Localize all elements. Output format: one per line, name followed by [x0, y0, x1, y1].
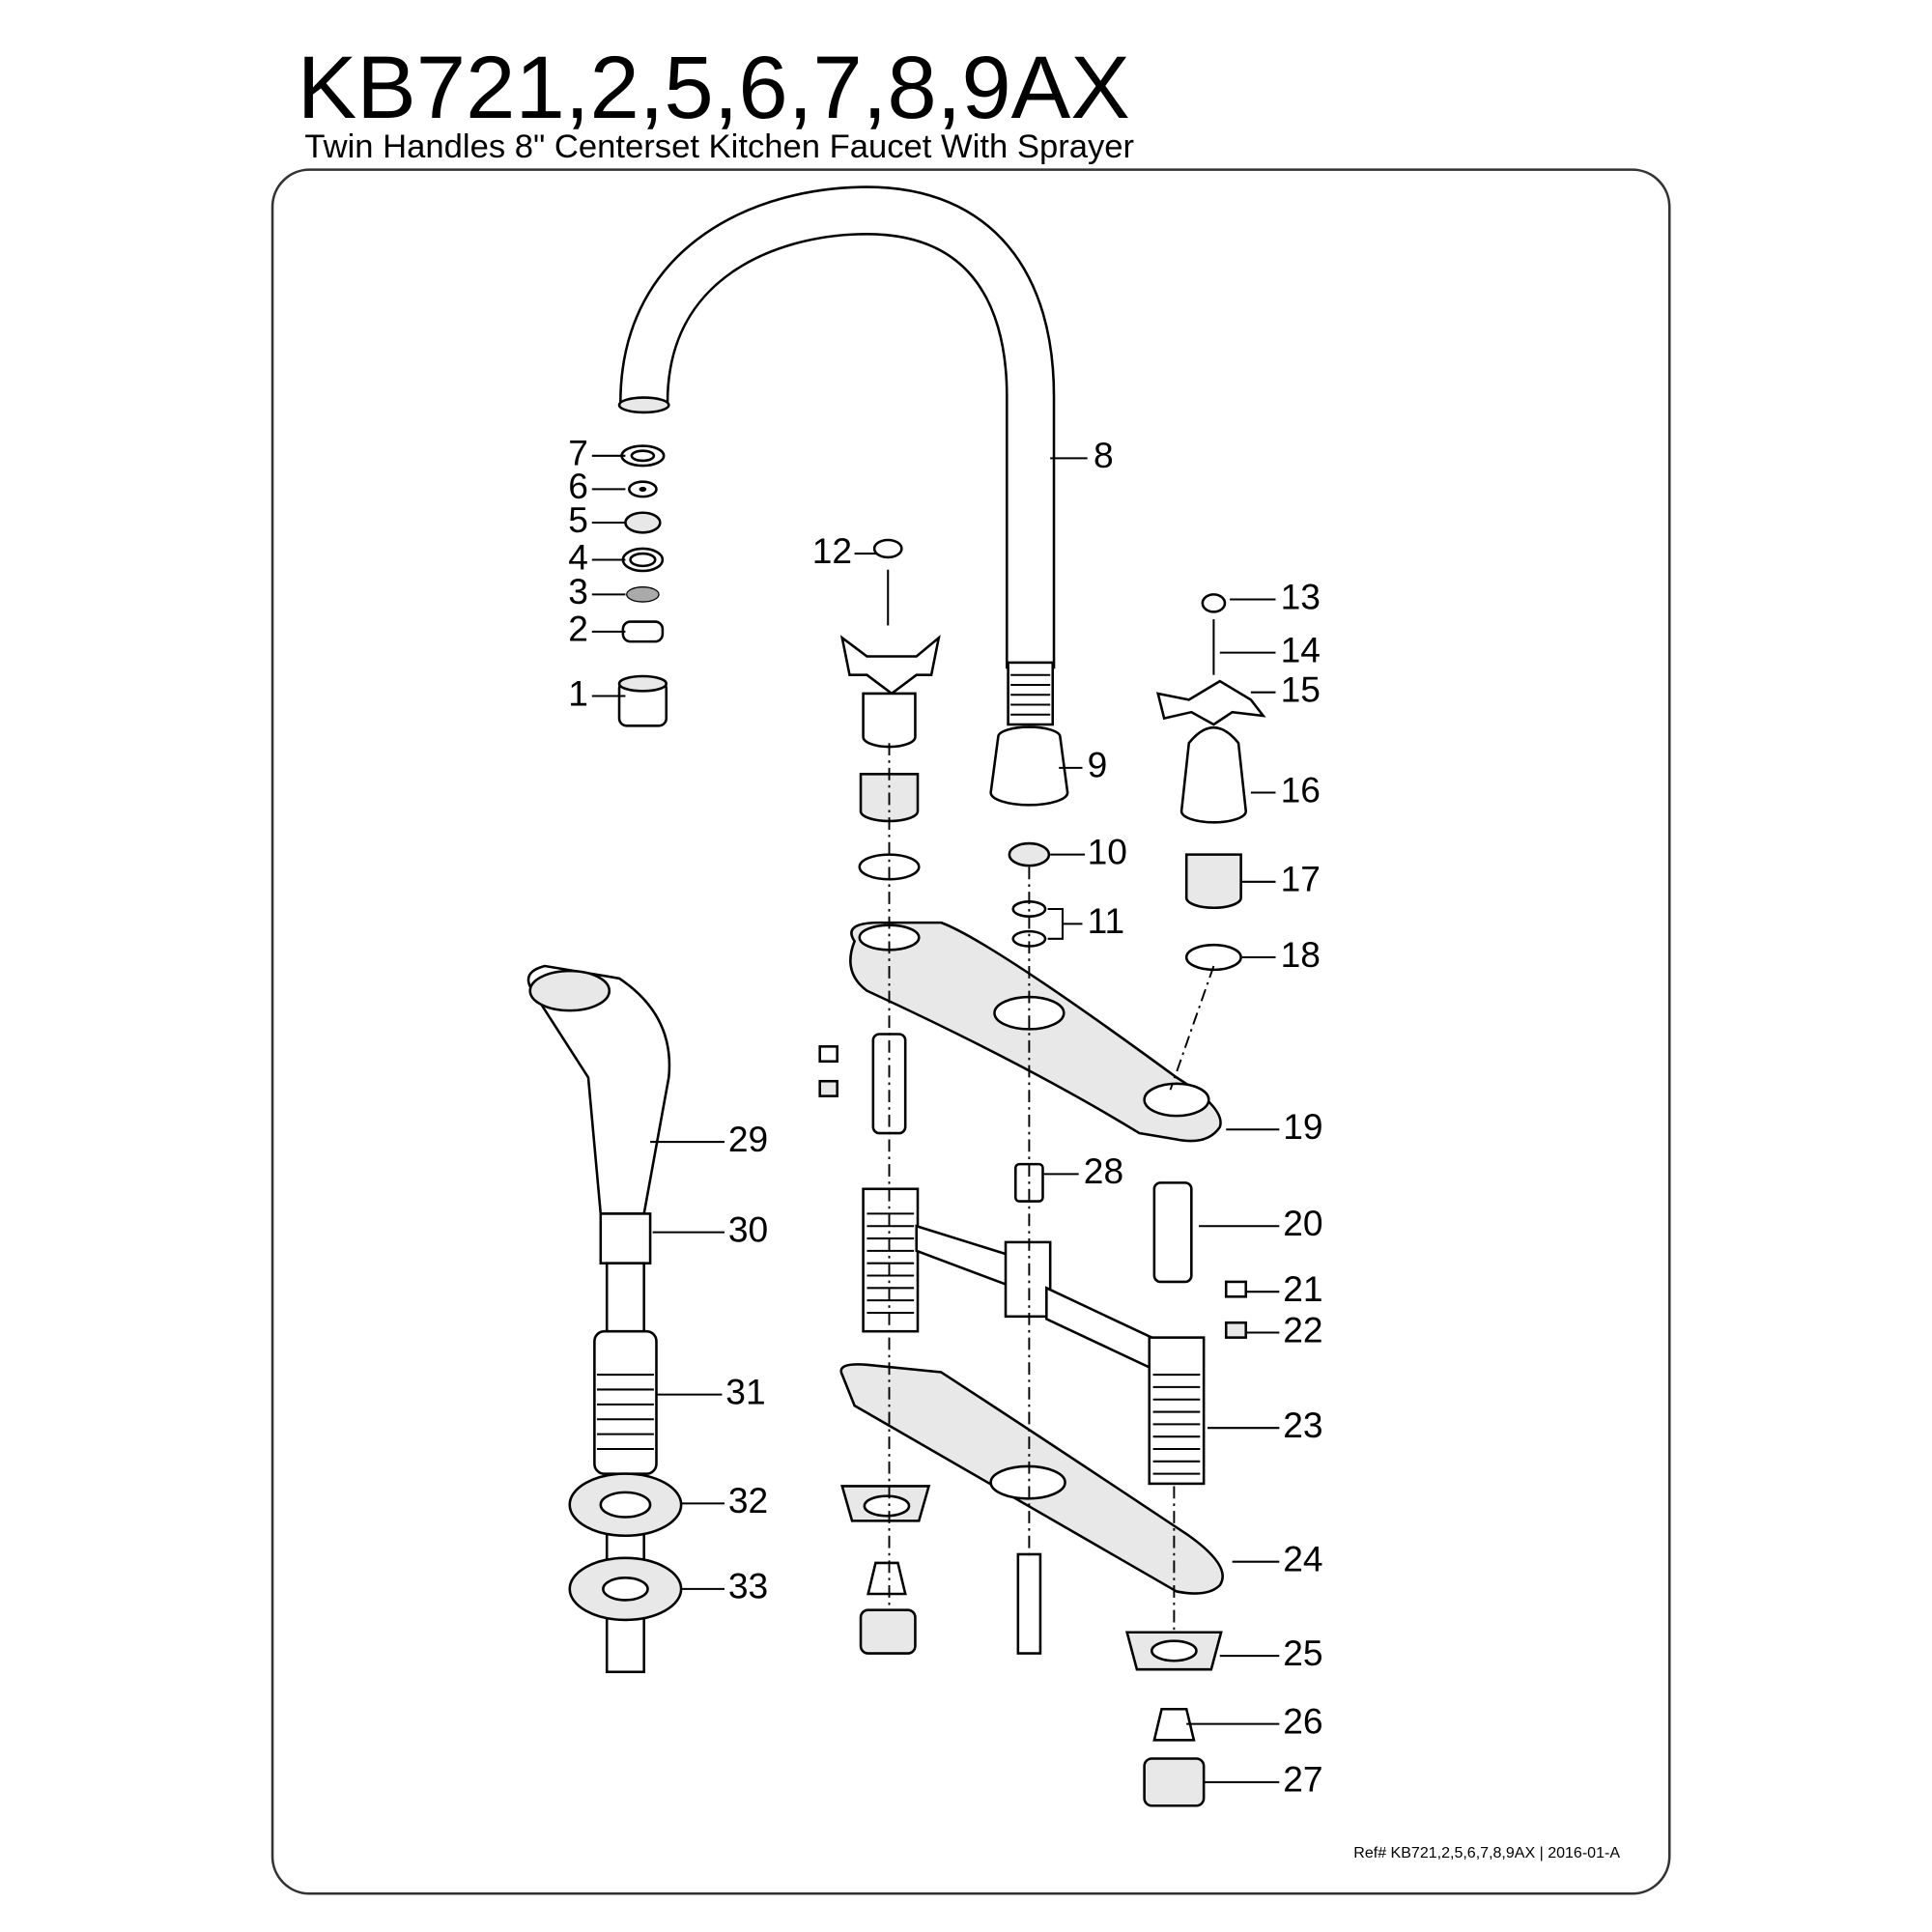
faucet-parts-drawing — [526, 185, 1266, 1807]
part-number-label: 7 — [568, 433, 588, 473]
diagram-subtitle: Twin Handles 8" Centerset Kitchen Faucet… — [304, 128, 1134, 165]
part-number-label: 8 — [1094, 435, 1114, 475]
part-number-label: 10 — [1088, 831, 1127, 871]
part-number-label: 31 — [725, 1371, 765, 1411]
part-number-label: 27 — [1283, 1759, 1322, 1800]
part-number-label: 28 — [1084, 1151, 1123, 1191]
part-number-label: 26 — [1283, 1700, 1322, 1741]
part-number-label: 21 — [1283, 1268, 1322, 1309]
reference-code: Ref# KB721,2,5,6,7,8,9AX | 2016-01-A — [1353, 1844, 1620, 1861]
part-number-label: 12 — [812, 530, 852, 571]
part-number-label: 23 — [1283, 1405, 1322, 1445]
part-number-label: 30 — [728, 1208, 768, 1249]
diagram-frame — [270, 168, 1671, 1895]
part-number-label: 13 — [1281, 576, 1321, 616]
part-number-label: 6 — [568, 466, 588, 506]
part-number-label: 24 — [1283, 1538, 1322, 1578]
sprayer-head — [526, 964, 671, 1215]
part-number-label: 22 — [1283, 1309, 1322, 1350]
part-number-label: 18 — [1281, 934, 1321, 975]
part-number-label: 20 — [1283, 1203, 1322, 1243]
part-number-label: 14 — [1281, 629, 1321, 669]
part-number-label: 32 — [728, 1480, 768, 1520]
part-number-label: 25 — [1283, 1633, 1322, 1673]
part-number-label: 29 — [728, 1119, 768, 1159]
part-number-label: 3 — [568, 571, 588, 611]
deck-plate — [849, 921, 1222, 1143]
part-number-label: 15 — [1281, 668, 1321, 709]
part-number-label: 5 — [568, 499, 588, 540]
part-number-label: 1 — [568, 672, 588, 713]
part-number-label: 19 — [1283, 1106, 1322, 1147]
part-number-label: 33 — [728, 1566, 768, 1606]
part-number-label: 2 — [568, 609, 588, 649]
diagram-title: KB721,2,5,6,7,8,9AX — [298, 37, 1130, 137]
part-number-label: 9 — [1088, 745, 1108, 785]
leader-bracket — [1047, 908, 1083, 940]
part-number-label: 17 — [1281, 859, 1321, 899]
part-number-label: 16 — [1281, 769, 1321, 810]
part-number-label: 4 — [568, 536, 588, 577]
part-number-label: 11 — [1088, 900, 1125, 941]
